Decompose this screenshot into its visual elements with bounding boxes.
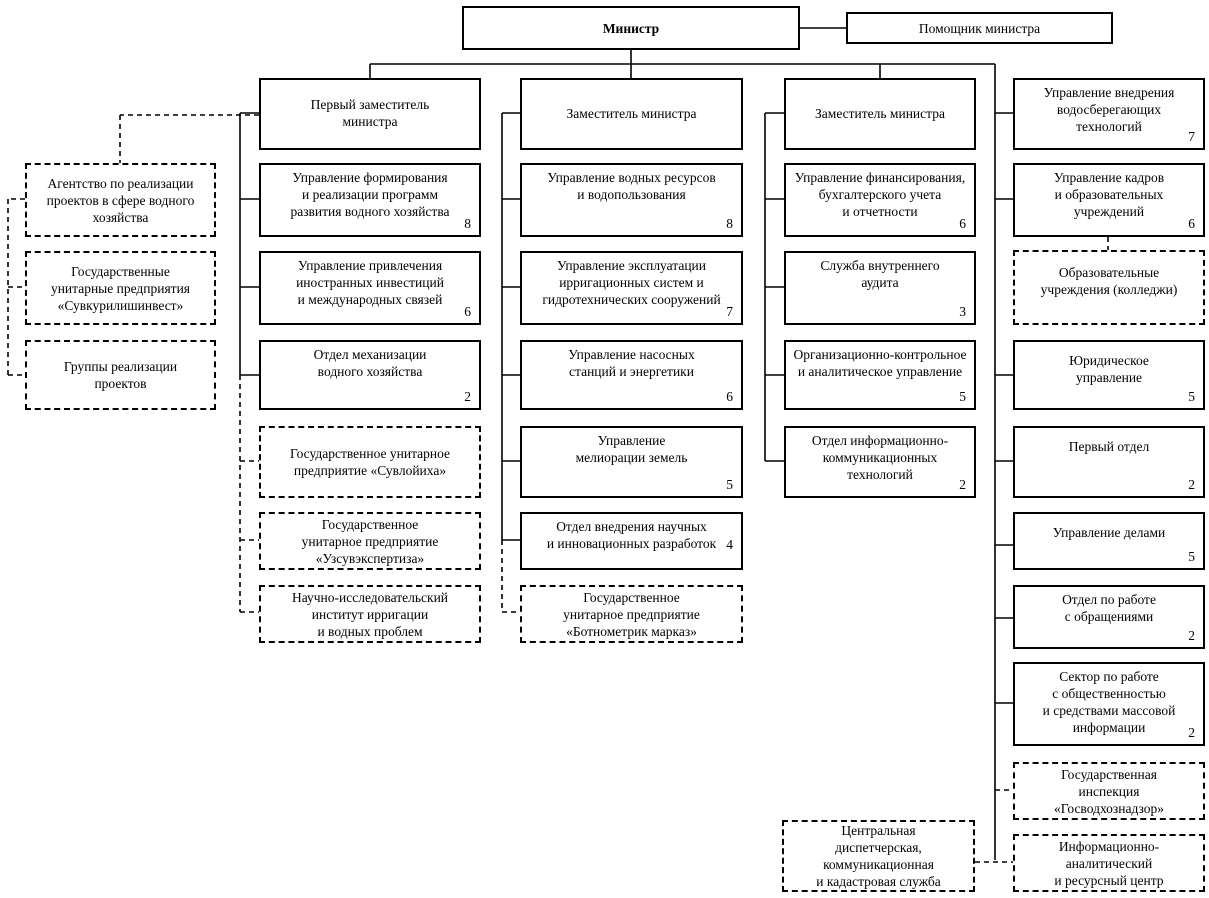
unit-box: Отдел информационно- коммуникационных те… [784, 426, 976, 498]
assistant-label: Помощник министра [918, 20, 1041, 36]
education-box: Образовательные учреждения (колледжи) [1013, 250, 1205, 325]
subordinate-box: Государственное унитарное предприятие «С… [259, 426, 481, 498]
unit-box: Отдел внедрения научных и инновационных … [520, 512, 743, 570]
deputy-minister-label: Заместитель министра [566, 106, 697, 121]
unit-name: Управление делами [1052, 525, 1166, 540]
unit-staff: 6 [726, 389, 733, 404]
enterprise-label: Государственные унитарные предприятия «С… [50, 263, 191, 313]
unit-staff: 7 [726, 304, 733, 319]
deputy-minister-box: Заместитель министра [784, 78, 976, 150]
unit-staff: 6 [959, 216, 966, 231]
unit-staff: 2 [959, 477, 966, 492]
unit-box: Юридическое управление 5 [1013, 340, 1205, 410]
unit-name: Управление внедрения водосберегающих тех… [1043, 85, 1175, 134]
agency-label: Агентство по реализации проектов в сфере… [46, 175, 195, 225]
deputy-minister-label: Заместитель министра [815, 106, 945, 121]
dispatch-service-box: Центральная диспетчерская, коммуникацион… [782, 820, 975, 892]
subordinate-box: Научно-исследовательский институт иррига… [259, 585, 481, 643]
unit-staff: 3 [959, 304, 966, 319]
unit-name: Отдел по работе с обращениями [1062, 592, 1156, 624]
unit-box: Сектор по работе с общественностью и сре… [1013, 662, 1205, 746]
info-center-label: Информационно- аналитический и ресурсный… [1054, 838, 1164, 888]
first-deputy-box: Первый заместитель министра [259, 78, 481, 150]
subordinate-box: Государственное унитарное предприятие «Б… [520, 585, 743, 643]
subordinate-label: Государственное унитарное предприятие «У… [301, 516, 439, 566]
unit-box: Служба внутреннего аудита 3 [784, 251, 976, 325]
inspection-box: Государственная инспекция «Госводхознадз… [1013, 762, 1205, 820]
unit-staff: 8 [726, 216, 733, 231]
unit-name: Управление эксплуатации ирригационных си… [542, 258, 721, 307]
inspection-label: Государственная инспекция «Госводхознадз… [1053, 766, 1165, 816]
first-deputy-label: Первый заместитель министра [310, 97, 430, 129]
unit-staff: 2 [464, 389, 471, 404]
unit-box: Управление мелиорации земель 5 [520, 426, 743, 498]
unit-staff: 5 [959, 389, 966, 404]
unit-box: Управление внедрения водосберегающих тех… [1013, 78, 1205, 150]
unit-box: Управление насосных станций и энергетики… [520, 340, 743, 410]
unit-staff: 5 [1188, 549, 1195, 564]
dispatch-service-label: Центральная диспетчерская, коммуникацион… [816, 823, 941, 889]
unit-staff: 5 [1188, 389, 1195, 404]
project-groups-box: Группы реализации проектов [25, 340, 216, 410]
unit-name: Управление мелиорации земель [575, 433, 688, 465]
unit-name: Управление привлечения иностранных инвес… [296, 258, 444, 307]
subordinate-label: Научно-исследовательский институт иррига… [291, 589, 449, 639]
unit-staff: 2 [1188, 477, 1195, 492]
unit-name: Управление финансирования, бухгалтерског… [794, 170, 966, 219]
unit-name: Отдел внедрения научных и инновационных … [546, 519, 717, 551]
unit-staff: 5 [726, 477, 733, 492]
unit-staff: 6 [464, 304, 471, 319]
project-groups-label: Группы реализации проектов [63, 359, 178, 391]
unit-staff: 2 [1188, 628, 1195, 643]
unit-name: Управление формирования и реализации про… [290, 170, 450, 219]
subordinate-label: Государственное унитарное предприятие «С… [289, 446, 451, 478]
unit-name: Управление насосных станций и энергетики [568, 347, 695, 379]
unit-box: Управление водных ресурсов и водопользов… [520, 163, 743, 237]
unit-name: Управление водных ресурсов и водопользов… [547, 170, 716, 202]
minister-label: Министр [602, 20, 660, 36]
unit-box: Организационно-контрольное и аналитическ… [784, 340, 976, 410]
unit-name: Первый отдел [1068, 439, 1150, 454]
unit-name: Отдел механизации водного хозяйства [313, 347, 427, 379]
subordinate-box: Государственное унитарное предприятие «У… [259, 512, 481, 570]
deputy-minister-box: Заместитель министра [520, 78, 743, 150]
unit-name: Служба внутреннего аудита [820, 258, 940, 290]
unit-staff: 6 [1188, 216, 1195, 231]
unit-box: Отдел механизации водного хозяйства 2 [259, 340, 481, 410]
unit-box: Управление делами 5 [1013, 512, 1205, 570]
education-label: Образовательные учреждения (колледжи) [1040, 265, 1178, 297]
unit-box: Отдел по работе с обращениями 2 [1013, 585, 1205, 649]
agency-box: Агентство по реализации проектов в сфере… [25, 163, 216, 237]
unit-name: Отдел информационно- коммуникационных те… [811, 433, 949, 482]
unit-name: Управление кадров и образовательных учре… [1053, 170, 1165, 219]
unit-staff: 2 [1188, 725, 1195, 740]
unit-box: Управление формирования и реализации про… [259, 163, 481, 237]
enterprise-box: Государственные унитарные предприятия «С… [25, 251, 216, 325]
unit-name: Юридическое управление [1069, 353, 1149, 385]
unit-name: Сектор по работе с общественностью и сре… [1042, 669, 1176, 735]
unit-staff: 4 [726, 537, 733, 552]
unit-box: Управление эксплуатации ирригационных си… [520, 251, 743, 325]
unit-box: Первый отдел 2 [1013, 426, 1205, 498]
unit-name: Организационно-контрольное и аналитическ… [793, 347, 967, 379]
unit-staff: 8 [464, 216, 471, 231]
assistant-box: Помощник министра [846, 12, 1113, 44]
unit-box: Управление финансирования, бухгалтерског… [784, 163, 976, 237]
subordinate-label: Государственное унитарное предприятие «Б… [563, 589, 700, 639]
minister-box: Министр [462, 6, 800, 50]
unit-box: Управление кадров и образовательных учре… [1013, 163, 1205, 237]
info-center-box: Информационно- аналитический и ресурсный… [1013, 834, 1205, 892]
unit-staff: 7 [1188, 129, 1195, 144]
unit-box: Управление привлечения иностранных инвес… [259, 251, 481, 325]
